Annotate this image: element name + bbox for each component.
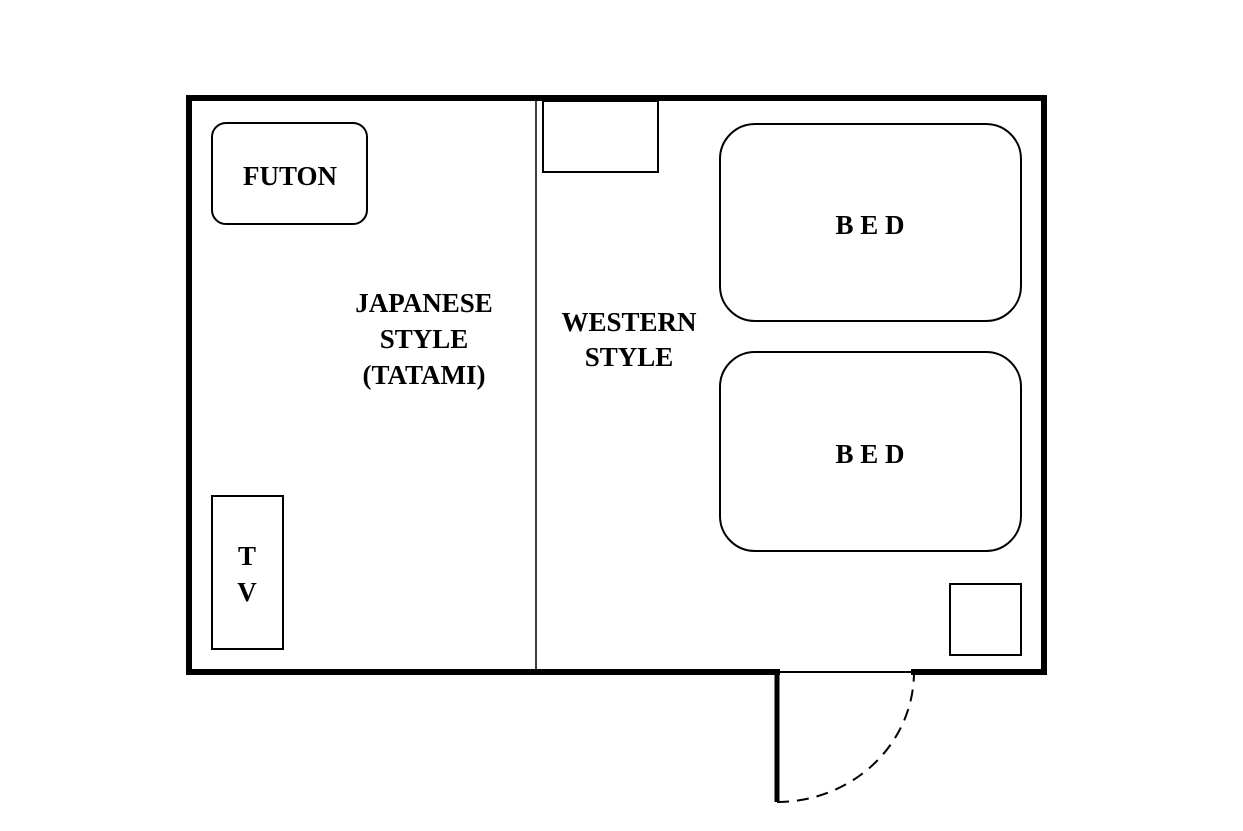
top-cabinet [542, 100, 659, 173]
bed-bottom-label: B E D [835, 439, 904, 469]
futon: FUTON [211, 122, 368, 225]
japanese-room-label-line-2: STYLE [380, 324, 469, 354]
japanese-room-label-line-3: (TATAMI) [363, 360, 486, 390]
tv-label-line-1: T [238, 541, 256, 571]
bed-top: B E D [719, 123, 1022, 322]
western-room-label: WESTERN STYLE [561, 307, 697, 372]
bedside-table [949, 583, 1022, 656]
bed-top-label: B E D [835, 210, 904, 240]
bed-top-outline [719, 123, 1022, 322]
futon-label: FUTON [243, 161, 338, 191]
futon-outline [211, 122, 368, 225]
japanese-room-label-line-1: JAPANESE [355, 288, 493, 318]
western-room-label-line-1: WESTERN [561, 307, 697, 337]
entrance-door [774, 671, 915, 803]
tv-label-line-2: V [237, 577, 257, 607]
tv-outline [211, 495, 284, 650]
outer-walls [186, 95, 1047, 675]
western-room-label-line-2: STYLE [585, 342, 674, 372]
bed-bottom: B E D [719, 351, 1022, 552]
tv: T V [211, 495, 284, 650]
bed-bottom-outline [719, 351, 1022, 552]
japanese-room-label: JAPANESE STYLE (TATAMI) [355, 288, 493, 390]
door-swing-arc [776, 671, 915, 803]
